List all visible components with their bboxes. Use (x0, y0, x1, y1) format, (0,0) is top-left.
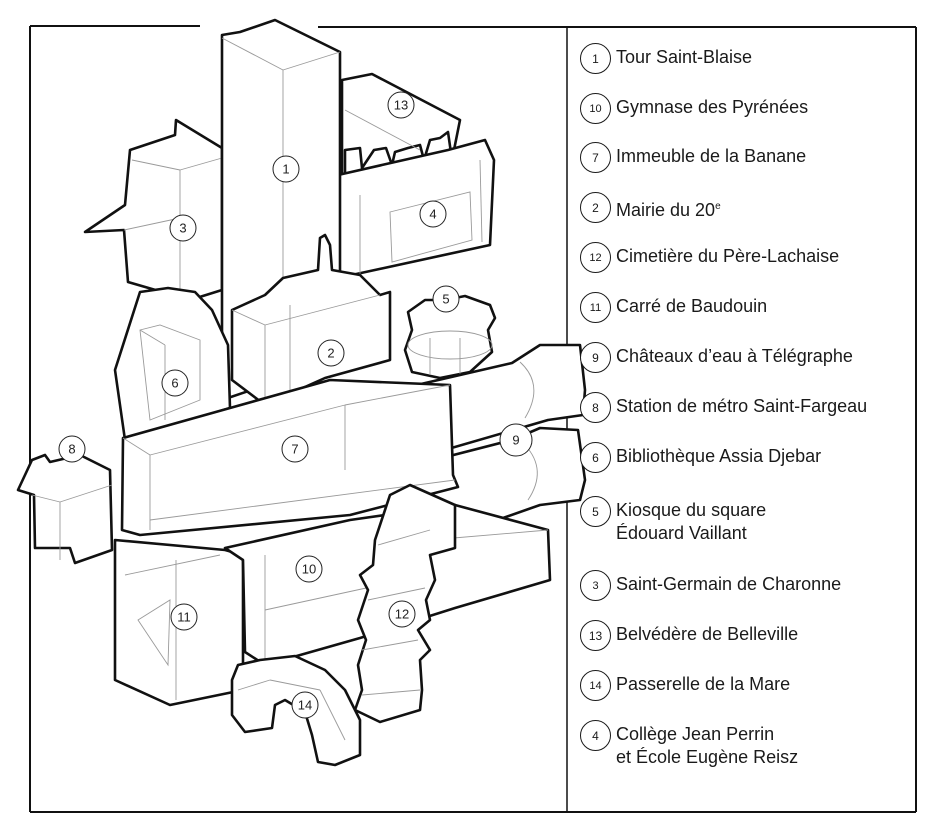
legend-number-badge: 10 (580, 93, 611, 124)
building-8-metro (16, 453, 114, 565)
svg-text:14: 14 (298, 698, 312, 713)
legend-item: 2 Mairie du 20e (580, 192, 721, 223)
legend: 1 Tour Saint-Blaise 10 Gymnase des Pyrén… (580, 0, 910, 840)
legend-item: 4 Collège Jean Perrin et École Eugène Re… (580, 720, 798, 769)
legend-label: Immeuble de la Banane (616, 146, 807, 166)
legend-label: Châteaux d’eau à Télégraphe (616, 346, 853, 366)
legend-label: Collège Jean Perrin et École Eugène Reis… (616, 724, 799, 767)
label-11: 11 (170, 603, 198, 631)
legend-label: Station de métro Saint-Fargeau (616, 396, 868, 416)
label-10: 10 (295, 555, 323, 583)
legend-label: Mairie du 20e (616, 192, 721, 222)
legend-item: 14 Passerelle de la Mare (580, 670, 790, 701)
legend-number-badge: 1 (580, 43, 611, 74)
svg-text:3: 3 (179, 221, 186, 236)
label-9: 9 (499, 423, 533, 457)
svg-text:11: 11 (177, 610, 191, 625)
legend-number-badge: 11 (580, 292, 611, 323)
legend-item: 8 Station de métro Saint-Fargeau (580, 392, 867, 423)
legend-label: Carré de Baudouin (616, 296, 768, 316)
label-14: 14 (291, 691, 319, 719)
legend-item: 13 Belvédère de Belleville (580, 620, 798, 651)
svg-text:9: 9 (512, 433, 519, 448)
svg-text:1: 1 (282, 162, 289, 177)
legend-number-badge: 6 (580, 442, 611, 473)
legend-label-superscript: e (715, 201, 721, 212)
label-3: 3 (169, 214, 197, 242)
svg-text:7: 7 (291, 442, 298, 457)
legend-label: Tour Saint-Blaise (616, 47, 753, 67)
building-3-saint-germain (83, 118, 224, 302)
svg-text:8: 8 (68, 442, 75, 457)
legend-label-text: Mairie du 20 (616, 200, 716, 220)
legend-number-badge: 4 (580, 720, 611, 751)
svg-text:5: 5 (442, 292, 449, 307)
svg-text:2: 2 (327, 346, 334, 361)
label-2: 2 (317, 339, 345, 367)
legend-item: 11 Carré de Baudouin (580, 292, 767, 323)
legend-item: 10 Gymnase des Pyrénées (580, 93, 808, 124)
legend-number-badge: 14 (580, 670, 611, 701)
label-8: 8 (58, 435, 86, 463)
svg-text:4: 4 (429, 207, 436, 222)
legend-number-badge: 2 (580, 192, 611, 223)
legend-label: Cimetière du Père-Lachaise (616, 246, 840, 266)
legend-item: 6 Bibliothèque Assia Djebar (580, 442, 821, 473)
svg-text:6: 6 (171, 376, 178, 391)
svg-text:12: 12 (395, 607, 409, 622)
legend-label: Kiosque du square Édouard Vaillant (616, 500, 767, 543)
legend-item: 5 Kiosque du square Édouard Vaillant (580, 496, 766, 545)
building-14-passerelle (230, 654, 362, 767)
legend-number-badge: 12 (580, 242, 611, 273)
legend-label: Belvédère de Belleville (616, 624, 799, 644)
label-4: 4 (419, 200, 447, 228)
legend-number-badge: 5 (580, 496, 611, 527)
legend-item: 12 Cimetière du Père-Lachaise (580, 242, 839, 273)
legend-number-badge: 3 (580, 570, 611, 601)
svg-text:13: 13 (394, 98, 408, 113)
legend-label: Passerelle de la Mare (616, 674, 791, 694)
label-5: 5 (432, 285, 460, 313)
label-1: 1 (272, 155, 300, 183)
label-7: 7 (281, 435, 309, 463)
label-12: 12 (388, 600, 416, 628)
legend-number-badge: 13 (580, 620, 611, 651)
legend-number-badge: 9 (580, 342, 611, 373)
svg-text:10: 10 (302, 562, 316, 577)
legend-item: 7 Immeuble de la Banane (580, 142, 806, 173)
frame-border (29, 25, 917, 813)
legend-label: Bibliothèque Assia Djebar (616, 446, 822, 466)
label-6: 6 (161, 369, 189, 397)
legend-label: Gymnase des Pyrénées (616, 97, 809, 117)
legend-item: 9 Châteaux d’eau à Télégraphe (580, 342, 853, 373)
legend-label: Saint-Germain de Charonne (616, 574, 842, 594)
legend-item: 1 Tour Saint-Blaise (580, 43, 752, 74)
legend-item: 3 Saint-Germain de Charonne (580, 570, 841, 601)
legend-number-badge: 7 (580, 142, 611, 173)
legend-number-badge: 8 (580, 392, 611, 423)
building-labels: 1 13 3 4 5 2 6 8 7 9 10 11 12 14 (58, 91, 533, 719)
label-13: 13 (387, 91, 415, 119)
